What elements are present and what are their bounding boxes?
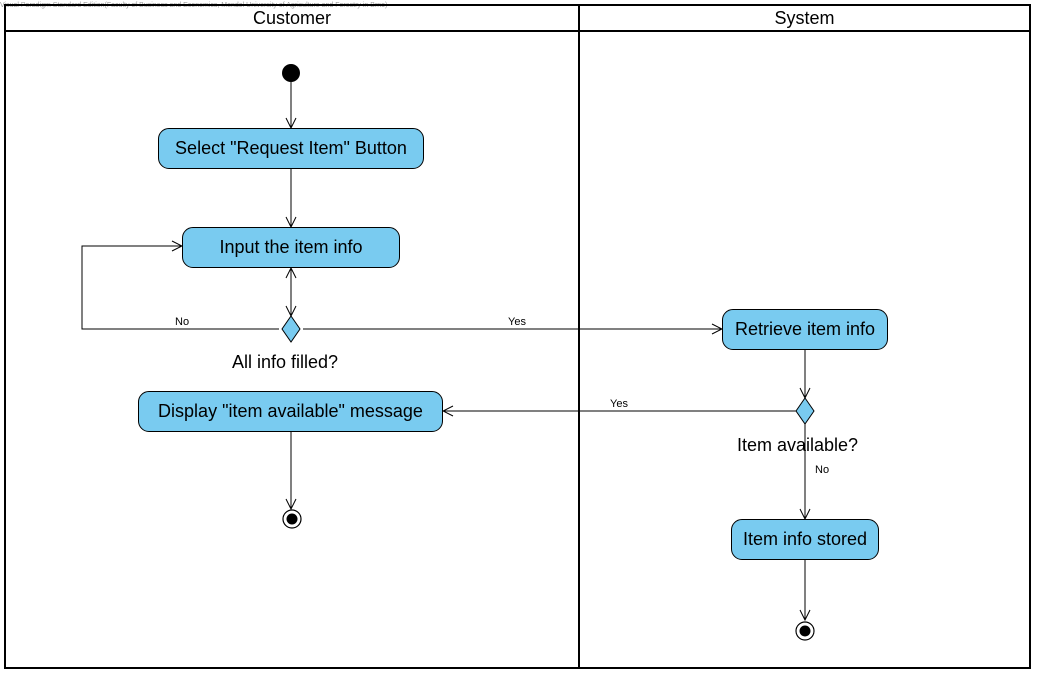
action-select-request-item[interactable]: Select "Request Item" Button [158,128,424,169]
guard-label-available-yes: Yes [610,398,628,410]
flow-no-loop-back [81,246,279,330]
swimlane-frame [4,4,1031,669]
action-display-item-available[interactable]: Display "item available" message [138,391,443,432]
final-node-customer[interactable] [282,509,302,529]
lane-title-system: System [774,8,835,28]
decision-label-item-available: Item available? [737,435,859,455]
guard-label-available-no: No [815,464,830,476]
initial-node[interactable] [282,64,300,82]
decision-all-filled[interactable] [281,315,301,343]
decision-item-available[interactable] [795,397,815,425]
action-input-item-info[interactable]: Input the item info [182,227,400,268]
action-retrieve-item-info[interactable]: Retrieve item info [722,309,888,350]
lane-title-customer: Customer [252,8,332,28]
final-node-system[interactable] [795,621,815,641]
decision-label-all-filled: All info filled? [232,352,339,372]
guard-label-yes: Yes [508,316,526,328]
action-item-info-stored[interactable]: Item info stored [731,519,879,560]
guard-label-no: No [175,316,190,328]
